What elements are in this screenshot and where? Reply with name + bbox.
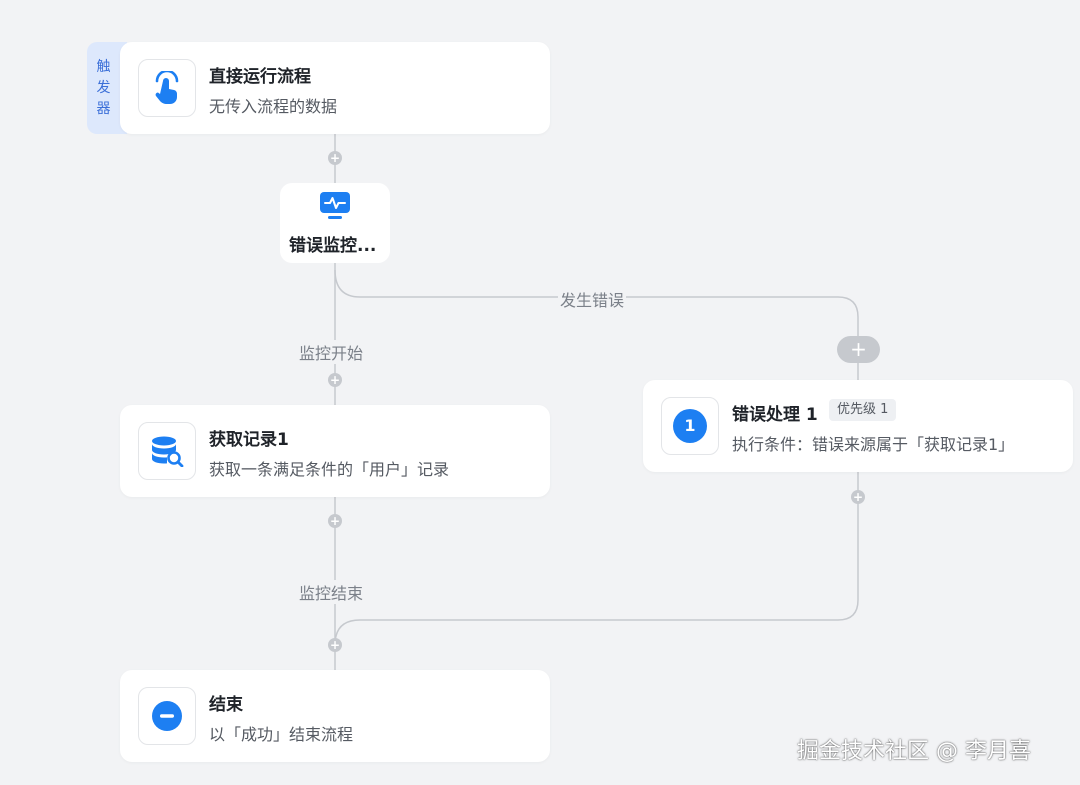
error-monitor-node-card[interactable]: 错误监控... xyxy=(280,183,390,263)
error-handler-node-title: 错误处理 1 xyxy=(732,405,818,425)
get-record-node-card[interactable]: 获取记录1 获取一条满足条件的「用户」记录 xyxy=(120,405,550,497)
start-node-card[interactable]: 直接运行流程 无传入流程的数据 xyxy=(120,42,550,134)
end-node-title: 结束 xyxy=(209,695,243,715)
pointer-hand-icon xyxy=(155,71,179,104)
start-node-title: 直接运行流程 xyxy=(209,67,311,87)
get-record-node-title: 获取记录1 xyxy=(209,430,289,450)
end-node-icon-box xyxy=(138,687,196,745)
database-search-icon xyxy=(152,436,184,467)
start-node-subtitle: 无传入流程的数据 xyxy=(209,97,338,116)
edge-monitor-error xyxy=(334,269,859,380)
add-node-button[interactable]: + xyxy=(328,151,342,165)
error-handler-node-card[interactable]: 1 错误处理 1 执行条件：错误来源属于「获取记录1」 xyxy=(643,380,1073,472)
add-node-button[interactable]: + xyxy=(328,638,342,652)
edge-error-end xyxy=(334,472,859,646)
add-error-branch-button[interactable]: + xyxy=(837,336,880,363)
edge-label-on-error: 发生错误 xyxy=(558,287,627,311)
number-circle-icon: 1 xyxy=(673,409,707,443)
end-node-card[interactable]: 结束 以「成功」结束流程 xyxy=(120,670,550,762)
monitor-pulse-icon xyxy=(320,192,350,219)
error-handler-node-subtitle: 执行条件：错误来源属于「获取记录1」 xyxy=(732,435,1015,454)
trigger-label: 触 发 器 xyxy=(96,59,111,117)
add-node-button[interactable]: + xyxy=(328,514,342,528)
start-node-icon-box xyxy=(138,59,196,117)
add-node-button[interactable]: + xyxy=(328,373,342,387)
add-node-button[interactable]: + xyxy=(851,490,865,504)
minus-circle-icon xyxy=(152,701,182,731)
get-record-node-icon-box xyxy=(138,422,196,480)
get-record-node-subtitle: 获取一条满足条件的「用户」记录 xyxy=(209,460,450,479)
end-node-subtitle: 以「成功」结束流程 xyxy=(209,725,354,744)
edge-label-monitor-start: 监控开始 xyxy=(297,340,366,364)
error-monitor-node-title: 错误监控... xyxy=(289,236,377,256)
error-handler-node-icon-box: 1 xyxy=(661,397,719,455)
edge-label-monitor-end: 监控结束 xyxy=(297,580,366,604)
watermark-text: 掘金技术社区 @ 李月喜 xyxy=(797,739,1031,764)
priority-badge: 优先级 1 xyxy=(829,399,897,421)
